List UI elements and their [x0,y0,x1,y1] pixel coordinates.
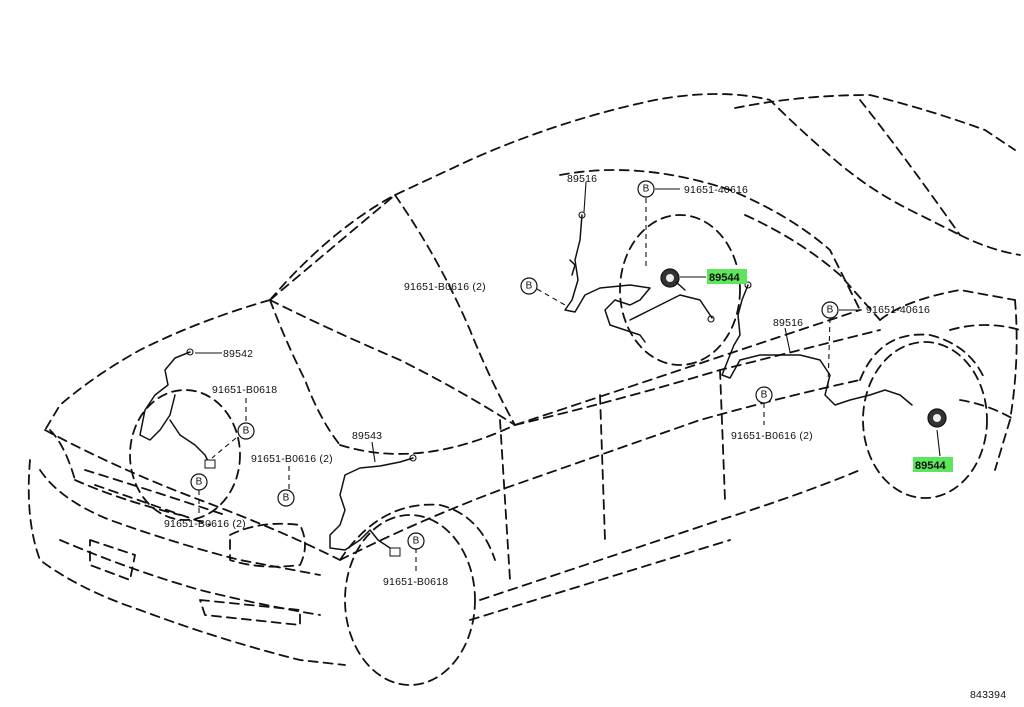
bolt-badge-upper-left: B [520,277,538,295]
highlight-89544-upper [707,269,747,284]
label-clamp-top: 91651-40616 [684,184,748,196]
label-sensor-89544-lower: 89544 [915,460,946,472]
highlight-89544-lower [913,457,953,472]
label-sensor-89544-upper: 89544 [709,272,740,284]
label-bolt-front-left-lower: 91651-B0616 (2) [164,518,246,530]
bolt-badge-front-right-lower: B [407,532,425,550]
leader-lines [195,181,941,572]
label-clamp-right: 91651-40616 [866,304,930,316]
svg-text:B: B [643,184,650,195]
harness-front-right [329,454,417,557]
harness-rear-right [721,281,913,406]
label-bolt-right-lower: 91651-B0616 (2) [731,430,813,442]
svg-text:B: B [827,305,834,316]
label-sensor-rear-right: 89516 [773,317,803,329]
label-bolt-front-left: 91651-B0618 [212,384,277,396]
drawing-number: 843394 [970,689,1006,701]
label-sensor-rear-upper: 89516 [567,173,597,185]
harness-rear-upper [564,211,715,343]
sensor-part-89544-lower [927,408,947,428]
car-body-outline [27,93,1021,686]
svg-text:B: B [526,281,533,292]
sensor-part-89544-upper [660,268,686,291]
bolt-badge-top: B [637,180,655,198]
label-front-left-sensor: 89542 [223,348,253,360]
label-bolt-front-right-lower: 91651-B0618 [383,576,448,588]
bolt-badge-right: B [821,301,839,319]
svg-text:B: B [243,426,250,437]
svg-text:B: B [413,536,420,547]
label-bolt-front-right-upper: 91651-B0616 (2) [251,453,333,465]
svg-text:B: B [283,493,290,504]
bolt-badge-front-left-lower: B [190,473,208,491]
bolt-badge-front-right-upper: B [277,489,295,507]
bolt-badge-front-left: B [237,422,255,440]
svg-text:B: B [761,390,768,401]
svg-text:B: B [196,477,203,488]
harness-front-left [139,348,216,469]
bolt-badge-right-lower: B [755,386,773,404]
label-bolt-upper-left: 91651-B0616 (2) [404,281,486,293]
label-front-right-sensor: 89543 [352,430,382,442]
